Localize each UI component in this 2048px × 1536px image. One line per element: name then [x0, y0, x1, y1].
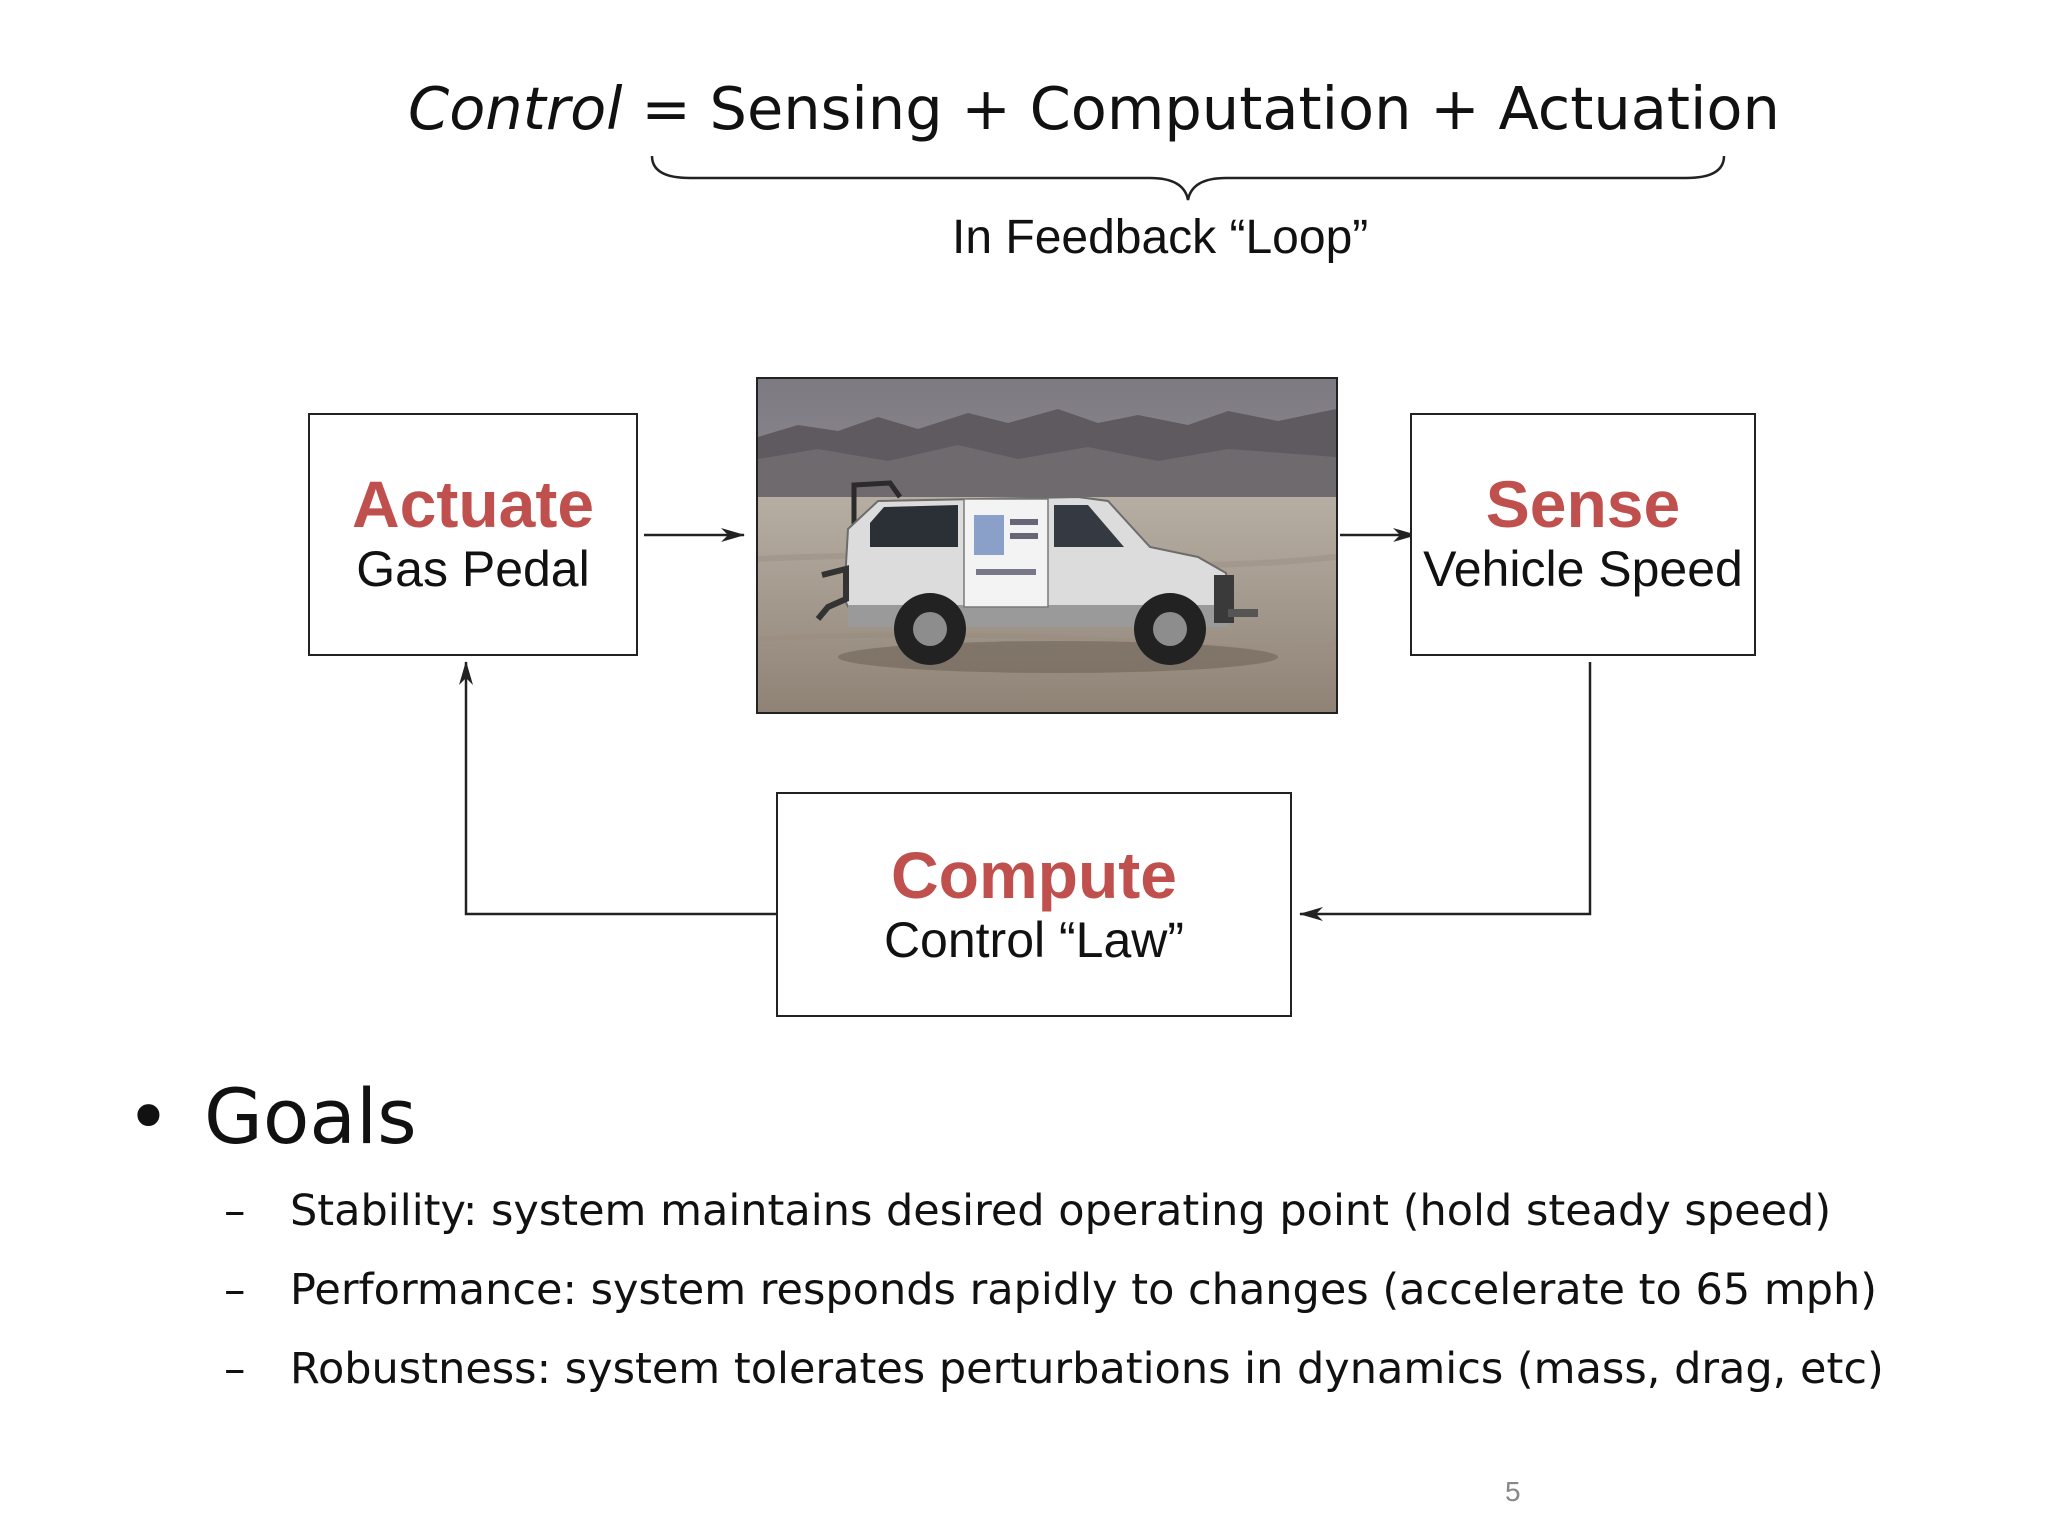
compute-subtitle: Control “Law” [883, 912, 1185, 968]
actuate-box: Actuate Gas Pedal [308, 413, 638, 656]
page-number: 5 [1505, 1476, 1521, 1507]
actuate-title: Actuate [351, 467, 595, 541]
vehicle-photo [756, 377, 1338, 714]
sense-title: Sense [1485, 467, 1681, 541]
equation-rhs: = Sensing + Computation + Actuation [622, 74, 1780, 143]
curly-brace [650, 155, 1726, 201]
vehicle-photo-drawing [758, 379, 1336, 712]
dash-icon: – [224, 1265, 246, 1315]
feedback-loop-label: In Feedback “Loop” [952, 211, 1369, 264]
compute-title: Compute [891, 838, 1177, 912]
list-item: –Performance: system responds rapidly to… [224, 1265, 1884, 1344]
list-item: –Robustness: system tolerates perturbati… [224, 1344, 1884, 1423]
arrow-compute-to-actuate [459, 661, 776, 916]
dash-icon: – [224, 1344, 246, 1394]
goal-text: Stability: system maintains desired oper… [290, 1186, 1832, 1236]
actuate-subtitle: Gas Pedal [356, 541, 590, 597]
goal-text: Performance: system responds rapidly to … [290, 1265, 1878, 1315]
compute-box: Compute Control “Law” [776, 792, 1292, 1017]
control-equation: Control = Sensing + Computation + Actuat… [408, 74, 1780, 143]
dash-icon: – [224, 1186, 246, 1236]
list-item: –Stability: system maintains desired ope… [224, 1186, 1884, 1265]
goals-heading-text: Goals [204, 1072, 417, 1161]
goal-text: Robustness: system tolerates perturbatio… [290, 1344, 1884, 1394]
goals-heading: • Goals [126, 1072, 417, 1161]
sense-subtitle: Vehicle Speed [1423, 541, 1743, 597]
equation-control-term: Control [408, 74, 623, 143]
goals-list: –Stability: system maintains desired ope… [224, 1186, 1884, 1423]
arrow-sense-to-compute [1299, 662, 1592, 921]
sense-box: Sense Vehicle Speed [1410, 413, 1756, 656]
bullet-icon: • [126, 1072, 171, 1161]
